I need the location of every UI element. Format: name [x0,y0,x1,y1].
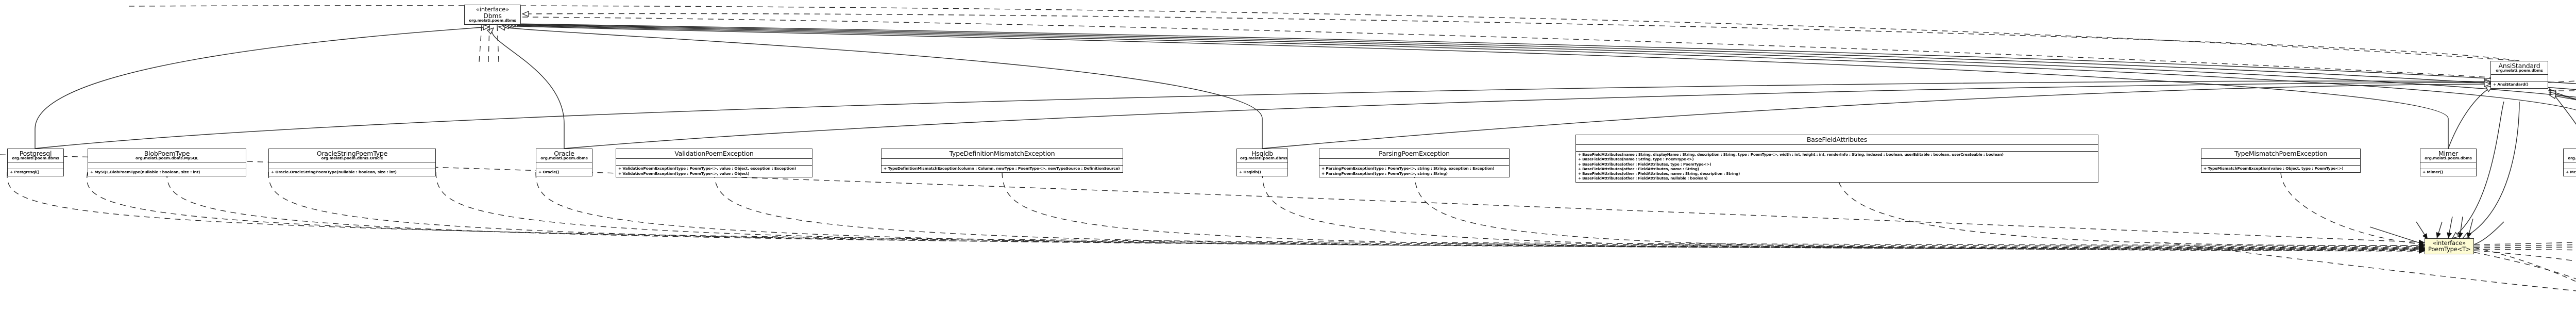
operations-compartment: + MySQL.BlobPoemType(nullable : boolean,… [88,169,246,175]
operation: + ValidationPoemException(type : PoemTyp… [618,171,750,176]
class-node-dbms[interactable]: «interface» Dbms org.melati.poem.dbms [464,5,521,25]
attributes-compartment [1237,162,1287,169]
operation: + Oracle.OracleStringPoemType(nullable :… [271,170,397,175]
operations-compartment: + Oracle.OracleStringPoemType(nullable :… [269,169,435,175]
class-node-mimer[interactable]: Mimer org.melati.poem.dbms + Mimer() [2420,149,2477,176]
package-name: org.melati.poem.dbms.Oracle [321,156,383,161]
class-name: BaseFieldAttributes [1806,136,1868,143]
operation: + AnsiStandard() [2493,82,2529,87]
class-name: TypeMismatchPoemException [2234,150,2328,157]
class-node-typedefinitionmismatchexception[interactable]: TypeDefinitionMismatchException + TypeDe… [881,149,1123,173]
class-node-oraclestringpoemtype[interactable]: OracleStringPoemType org.melati.poem.dbm… [268,149,436,176]
operations-compartment: + ValidationPoemException(type : PoemTyp… [616,165,812,177]
package-name: org.melati.poem.dbms [469,18,516,23]
operation: + TypeMismatchPoemException(value : Obje… [2204,166,2344,171]
node-header: «interface» PoemType<T> [2425,239,2473,254]
attributes-compartment [616,158,812,165]
operations-compartment: + Postgresql() [8,169,63,175]
class-node-parsingpoemexception[interactable]: ParsingPoemException + ParsingPoemExcept… [1319,149,1510,178]
operation: + BaseFieldAttributes(other : FieldAttri… [1578,161,1711,167]
class-name: TypeDefinitionMismatchException [949,150,1055,157]
package-name: org.melati.poem.dbms.MySQL [135,156,198,161]
node-header: TypeMismatchPoemException [2201,149,2360,158]
node-header: «interface» Dbms org.melati.poem.dbms [465,5,520,24]
attributes-compartment [2201,158,2360,165]
operation: + Hsqldb() [1239,170,1261,175]
class-node-mckoi[interactable]: Mckoi org.melati.poem.dbms + Mckoi() [2563,149,2576,176]
node-header: ValidationPoemException [616,149,812,158]
operations-compartment: + Hsqldb() [1237,169,1287,175]
package-name: org.melati.poem.dbms [2568,156,2576,161]
operation: + BaseFieldAttributes(name : String, typ… [1578,157,1694,162]
operation: + BaseFieldAttributes(other : FieldAttri… [1578,166,1699,171]
node-header: TypeDefinitionMismatchException [882,149,1123,158]
operations-compartment: + TypeDefinitionMismatchException(column… [882,165,1123,172]
node-header: Hsqldb org.melati.poem.dbms [1237,149,1287,162]
package-name: org.melati.poem.dbms [540,156,588,161]
class-node-postgresql[interactable]: Postgresql org.melati.poem.dbms + Postgr… [7,149,64,176]
node-header: OracleStringPoemType org.melati.poem.dbm… [269,149,435,162]
attributes-compartment [1319,158,1509,165]
operations-compartment: + AnsiStandard() [2491,81,2548,88]
attributes-compartment [2420,162,2476,169]
class-node-oracle[interactable]: Oracle org.melati.poem.dbms + Oracle() [536,149,592,176]
operations-compartment: + BaseFieldAttributes(name : String, dis… [1576,151,2098,182]
class-name: PoemType<T> [2428,245,2471,253]
operation: + Mimer() [2422,170,2443,175]
attributes-compartment [269,162,435,169]
class-node-hsqldb[interactable]: Hsqldb org.melati.poem.dbms + Hsqldb() [1236,149,1288,176]
node-header: Mimer org.melati.poem.dbms [2420,149,2476,162]
operations-compartment: + Mimer() [2420,169,2476,175]
node-header: BlobPoemType org.melati.poem.dbms.MySQL [88,149,246,162]
operation: + BaseFieldAttributes(other : FieldAttri… [1578,171,1740,176]
operation: + Postgresql() [10,170,40,175]
attributes-compartment [88,162,246,169]
attributes-compartment [8,162,63,169]
class-node-typemismatchpoemexception[interactable]: TypeMismatchPoemException + TypeMismatch… [2201,149,2361,173]
operation: + ParsingPoemException(type : PoemType<>… [1321,166,1495,171]
class-node-poemtype[interactable]: «interface» PoemType<T> [2425,238,2474,255]
operation: + Mckoi() [2566,170,2576,175]
node-header: Oracle org.melati.poem.dbms [536,149,592,162]
operations-compartment: + Oracle() [536,169,592,175]
attributes-compartment [882,158,1123,165]
node-header: AnsiStandard org.melati.poem.dbms [2491,61,2548,74]
node-header: Mckoi org.melati.poem.dbms [2564,149,2576,162]
class-node-basefieldattributes[interactable]: BaseFieldAttributes + BaseFieldAttribute… [1575,135,2098,183]
attributes-compartment [1576,144,2098,151]
operation: + BaseFieldAttributes(other : FieldAttri… [1578,176,1708,181]
package-name: org.melati.poem.dbms [12,156,59,161]
operation: + BaseFieldAttributes(name : String, dis… [1578,152,2004,157]
operation: + MySQL.BlobPoemType(nullable : boolean,… [90,170,200,175]
attributes-compartment [536,162,592,169]
operations-compartment: + TypeMismatchPoemException(value : Obje… [2201,165,2360,172]
class-node-blobpoemtype[interactable]: BlobPoemType org.melati.poem.dbms.MySQL … [88,149,246,176]
operation: + ParsingPoemException(type : PoemType<>… [1321,171,1448,176]
package-name: org.melati.poem.dbms [1240,156,1287,161]
operations-compartment: + Mckoi() [2564,169,2576,175]
operation: + ValidationPoemException(type : PoemTyp… [618,166,796,171]
operations-compartment: + ParsingPoemException(type : PoemType<>… [1319,165,1509,177]
class-node-validationpoemexception[interactable]: ValidationPoemException + ValidationPoem… [616,149,812,178]
attributes-compartment [2564,162,2576,169]
attributes-compartment [2491,74,2548,81]
operation: + TypeDefinitionMismatchException(column… [884,166,1120,171]
class-node-ansistandard[interactable]: AnsiStandard org.melati.poem.dbms + Ansi… [2490,61,2548,89]
operation: + Oracle() [538,170,560,175]
node-header: ParsingPoemException [1319,149,1509,158]
node-header: BaseFieldAttributes [1576,135,2098,144]
package-name: org.melati.poem.dbms [2496,68,2543,73]
package-name: org.melati.poem.dbms [2425,156,2472,161]
class-name: ValidationPoemException [674,150,754,157]
class-name: ParsingPoemException [1379,150,1450,157]
node-header: Postgresql org.melati.poem.dbms [8,149,63,162]
